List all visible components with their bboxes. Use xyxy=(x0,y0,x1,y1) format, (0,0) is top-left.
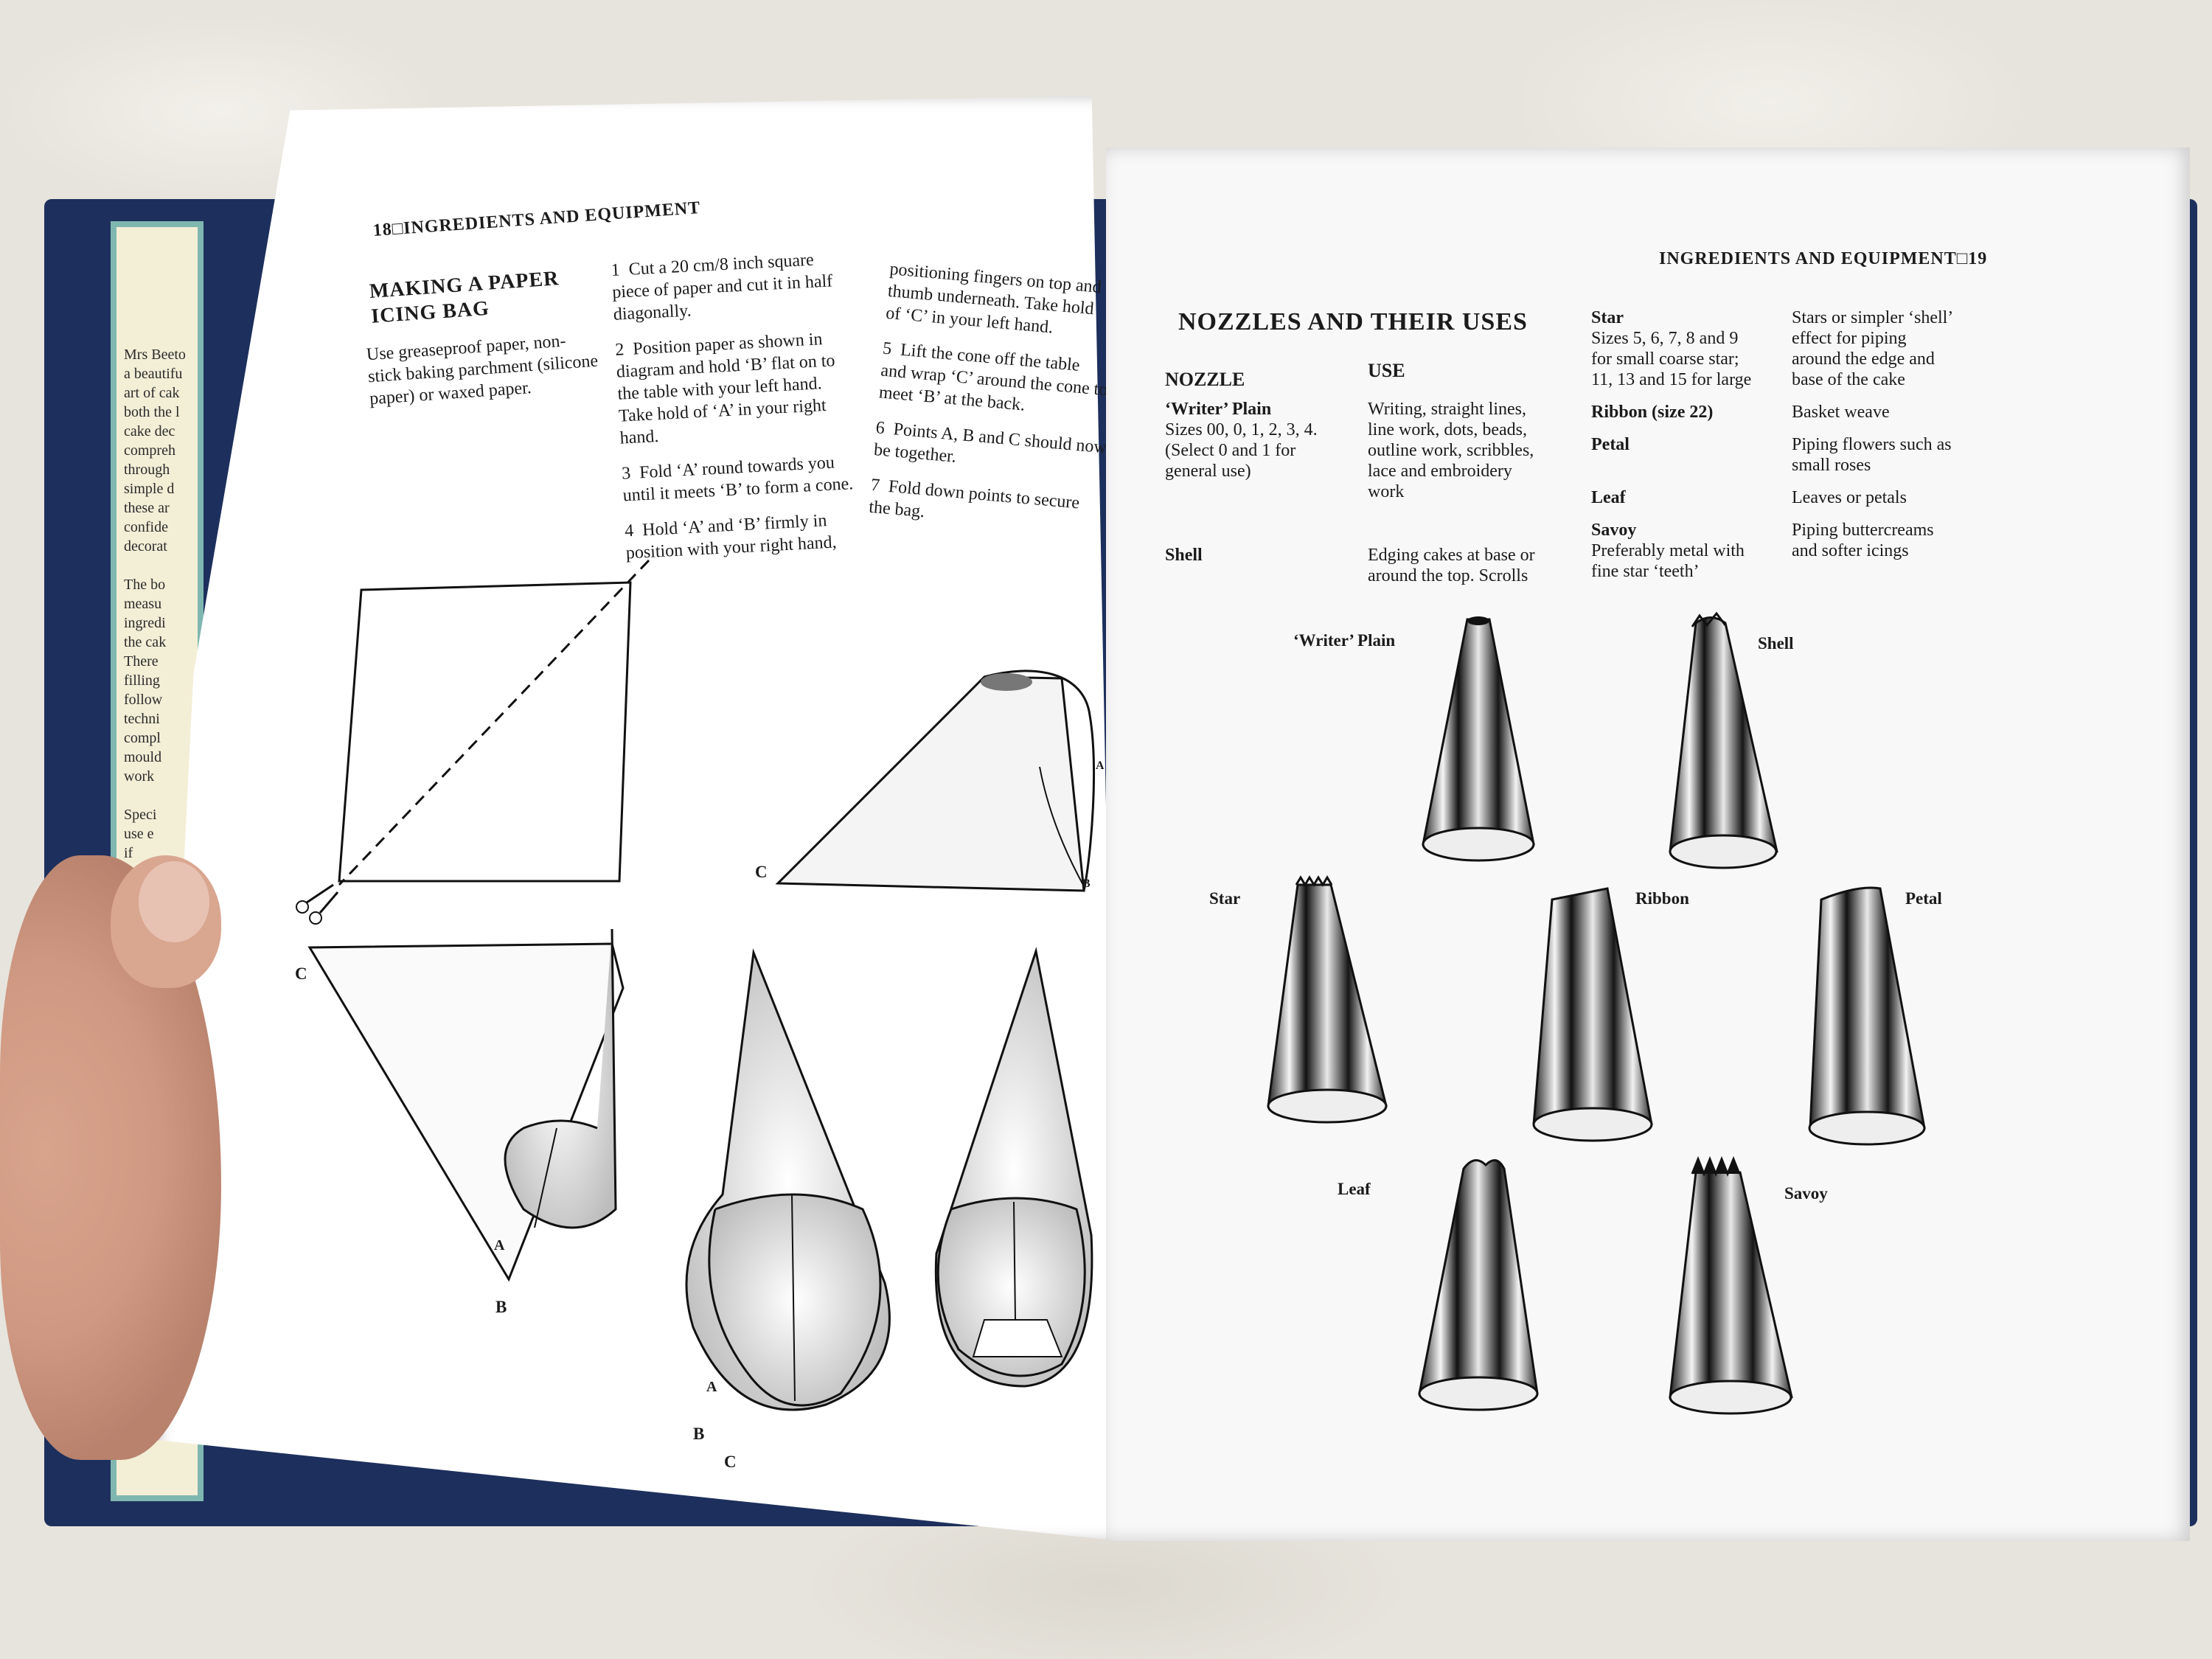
nozzle-name-line: 11, 13 and 15 for large xyxy=(1591,370,1752,389)
nozzle-use-line: Piping flowers such as xyxy=(1792,435,1952,454)
nozzle-use-line: small roses xyxy=(1792,456,1871,475)
nozzle-use-line: Leaves or petals xyxy=(1792,488,1907,507)
nozzle-name-line: Shell xyxy=(1165,546,1203,565)
nozzle-name-line: Petal xyxy=(1591,435,1630,454)
diagram-label-b1: B xyxy=(1082,877,1091,890)
cover-text-line: if xyxy=(124,845,133,861)
cover-text-line: Mrs Beeto xyxy=(124,347,186,363)
label-petal: Petal xyxy=(1905,889,1942,908)
nozzle-use-line: outline work, scribbles, xyxy=(1368,441,1534,460)
cover-text-line: techni xyxy=(124,711,160,727)
step-col1-line: diagonally. xyxy=(613,301,692,324)
nozzle-name-line: for small coarse star; xyxy=(1591,349,1739,369)
nozzles-title: NOZZLES AND THEIR USES xyxy=(1178,308,1528,335)
nozzle-use-line: lace and embroidery xyxy=(1368,462,1512,481)
label-ribbon: Ribbon xyxy=(1635,889,1689,908)
nozzle-name-line: Star xyxy=(1591,308,1624,327)
nozzle-use-line: Writing, straight lines, xyxy=(1368,400,1527,419)
nozzle-name-line: Sizes 00, 0, 1, 2, 3, 4. xyxy=(1165,420,1318,439)
diagram-label-c1: C xyxy=(755,863,768,881)
nozzle-name-line: Leaf xyxy=(1591,488,1626,507)
nozzle-use-line: Basket weave xyxy=(1792,403,1890,422)
cover-text-line: ingredi xyxy=(124,615,166,631)
cover-text-line: compreh xyxy=(124,442,175,459)
nozzle-illustrations xyxy=(1267,611,1926,1415)
cover-text-line: art of cak xyxy=(124,385,180,401)
label-writer-plain: ‘Writer’ Plain xyxy=(1293,631,1396,650)
icing-bag-diagram xyxy=(296,559,1095,1411)
nozzle-name-line: Sizes 5, 6, 7, 8 and 9 xyxy=(1591,329,1739,348)
nozzle-name-line: Savoy xyxy=(1591,521,1637,540)
cover-text-line: follow xyxy=(124,692,163,708)
nozzle-shell xyxy=(1669,611,1778,869)
nozzle-use-line: base of the cake xyxy=(1792,370,1905,389)
fold-step-cone-folded xyxy=(934,947,1093,1388)
cover-text-line: Speci xyxy=(124,807,157,823)
cover-text-line: compl xyxy=(124,730,161,746)
cover-text-line: There xyxy=(124,653,159,669)
paper-square xyxy=(338,581,632,883)
nozzle-use-line: Piping buttercreams xyxy=(1792,521,1934,540)
right-running-head: INGREDIENTS AND EQUIPMENT□19 xyxy=(1659,249,1988,268)
cut-line xyxy=(338,559,650,886)
cover-text-line: cake dec xyxy=(124,423,175,439)
nozzle-ribbon xyxy=(1532,887,1653,1142)
nozzle-star xyxy=(1267,875,1388,1124)
nozzle-name-line: fine star ‘teeth’ xyxy=(1591,562,1700,581)
column-header-nozzle: NOZZLE xyxy=(1165,369,1245,390)
nozzle-use-line: work xyxy=(1368,482,1405,501)
nozzle-savoy xyxy=(1669,1155,1793,1415)
nozzle-use-line: and softer icings xyxy=(1792,541,1909,560)
label-savoy: Savoy xyxy=(1784,1184,1828,1203)
nozzle-use-line: around the edge and xyxy=(1792,349,1935,369)
nozzle-writer-plain xyxy=(1422,616,1535,862)
cover-text-line: decorat xyxy=(124,538,167,554)
cover-text-line: confide xyxy=(124,519,168,535)
fold-step-cone-wrapped xyxy=(685,948,891,1411)
nozzle-use-line: around the top. Scrolls xyxy=(1368,566,1528,585)
nozzle-use-line: Edging cakes at base or xyxy=(1368,546,1535,565)
nozzle-use-line: effect for piping xyxy=(1792,329,1907,348)
cover-text-line: these ar xyxy=(124,500,170,516)
diagram-label-c3: C xyxy=(724,1453,737,1471)
cover-text-line: filling xyxy=(124,672,160,689)
cover-text-line: the cak xyxy=(124,634,167,650)
cover-text-line: mould xyxy=(124,749,162,765)
label-shell: Shell xyxy=(1758,634,1794,653)
diagram-label-a1: A xyxy=(1096,759,1105,772)
fold-step-triangle xyxy=(775,669,1095,892)
scissors-icon xyxy=(296,883,339,925)
column-header-use: USE xyxy=(1368,360,1405,381)
cover-text-line: work xyxy=(124,768,155,785)
diagram-label-c2: C xyxy=(295,964,307,983)
right-page xyxy=(1106,147,2190,1541)
thumbnail xyxy=(139,861,209,942)
nozzle-name-line: Preferably metal with xyxy=(1591,541,1745,560)
nozzle-name-line: (Select 0 and 1 for xyxy=(1165,441,1296,460)
nozzle-name-line: Ribbon (size 22) xyxy=(1591,403,1714,422)
cover-text-line: measu xyxy=(124,596,162,612)
label-star: Star xyxy=(1209,889,1241,908)
cover-text-line: use e xyxy=(124,826,154,842)
diagram-label-a2: A xyxy=(494,1237,505,1253)
cover-text-line: through xyxy=(124,462,170,478)
nozzle-use-line: Stars or simpler ‘shell’ xyxy=(1792,308,1954,327)
step-col1-line: hand. xyxy=(619,426,659,448)
nozzle-use-line: line work, dots, beads, xyxy=(1368,420,1527,439)
nozzle-name-line: ‘Writer’ Plain xyxy=(1165,400,1272,419)
diagram-label-a3: A xyxy=(706,1379,717,1395)
nozzle-petal xyxy=(1808,886,1926,1146)
cover-text-line: simple d xyxy=(124,481,175,497)
cover-text-line: a beautifu xyxy=(124,366,183,382)
cover-text-line: The bo xyxy=(124,577,166,593)
nozzle-leaf xyxy=(1418,1159,1539,1411)
nozzle-name-line: general use) xyxy=(1165,462,1251,481)
fold-step-cone xyxy=(307,928,625,1282)
cover-text-line: both the l xyxy=(124,404,180,420)
diagram-label-b3: B xyxy=(693,1425,705,1443)
diagram-label-b2: B xyxy=(495,1298,507,1316)
label-leaf: Leaf xyxy=(1338,1180,1371,1198)
